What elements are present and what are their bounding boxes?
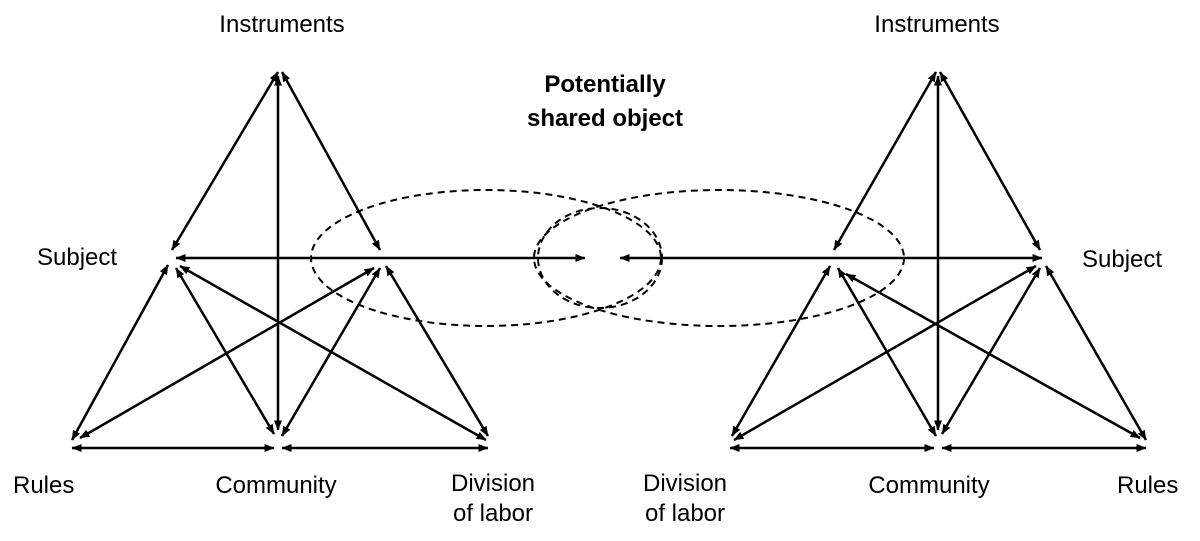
left-object-community-arrow xyxy=(280,267,382,437)
right-instruments-label: Instruments xyxy=(874,11,1000,38)
left-object-division-arrow xyxy=(384,265,490,437)
left-instruments-subject-arrow xyxy=(170,71,280,251)
right-object-community-arrow xyxy=(836,267,938,437)
left-community-label: Community xyxy=(215,472,337,499)
shared-object-label: Potentially shared object xyxy=(526,71,684,132)
right-community-label: Community xyxy=(868,472,990,499)
right-instruments-object-arrow xyxy=(832,71,938,251)
right-subject-label: Subject xyxy=(1082,246,1163,273)
left-division-of-labor-label: Division of labor xyxy=(450,470,536,527)
left-activity-system xyxy=(70,71,586,452)
right-object-division-arrow xyxy=(730,265,832,437)
right-activity-system xyxy=(619,71,1148,452)
right-rules-label: Rules xyxy=(1117,472,1179,499)
right-instruments-subject-arrow xyxy=(938,71,1042,251)
left-instruments-object-arrow xyxy=(280,71,382,251)
left-subject-label: Subject xyxy=(37,244,118,271)
right-division-of-labor-label: Division of labor xyxy=(642,470,728,527)
left-instruments-label: Instruments xyxy=(219,11,345,38)
left-rules-label: Rules xyxy=(13,472,75,499)
